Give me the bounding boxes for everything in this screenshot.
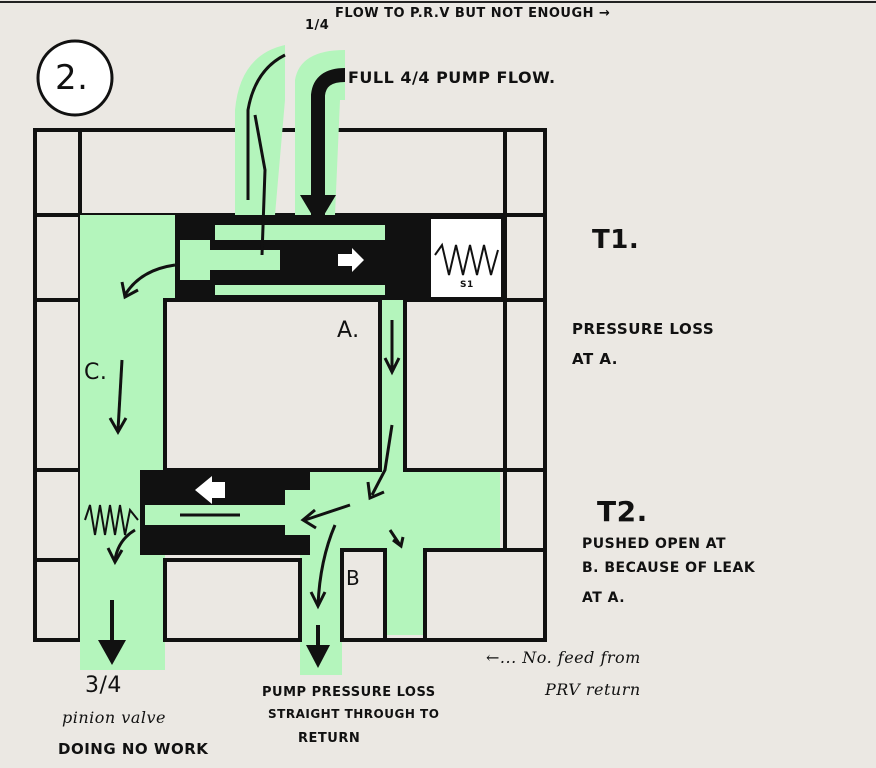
quarter-fraction-label: 1/4 [305,18,330,33]
t2-note-line1: PUSHED OPEN AT [582,536,727,552]
t1-note-line2: AT A. [572,350,618,368]
pump-loss-line1: PUMP PRESSURE LOSS [262,685,436,700]
t2-note-line3: AT A. [582,590,626,606]
white-arrow-right-icon [338,248,364,272]
prv-flow-label: FLOW TO P.R.V BUT NOT ENOUGH → [335,6,611,21]
white-arrow-left-icon [195,476,225,504]
point-c-label: C. [84,360,108,385]
t1-title: T1. [592,225,640,255]
t1-spool [175,215,503,300]
step-number: 2. [55,58,89,98]
prv-return-line1: ←... No. feed from [486,648,641,667]
t2-spool [84,470,310,555]
prv-return-line2: PRV return [545,680,641,699]
point-b-label: B [346,566,361,590]
step-circle [36,39,114,117]
pump-loss-line3: RETURN [298,731,361,746]
point-a-label: A. [337,318,360,343]
pinion-line2: DOING NO WORK [58,740,209,758]
t1-note-line1: PRESSURE LOSS [572,320,715,338]
pump-inlet-pipe [246,53,346,225]
outlet-arrows [98,600,330,668]
t2-spring-icon [84,504,139,536]
pinion-fraction-label: 3/4 [85,673,122,698]
full-pump-flow-label: FULL 4/4 PUMP FLOW. [348,68,556,87]
flow-arrows [106,114,405,610]
t2-title: T2. [597,495,648,528]
land-blocks [163,298,547,642]
t1-spring-icon [434,242,499,276]
t1-spring-label: S1 [460,280,474,290]
pinion-line1: pinion valve [62,708,167,727]
t2-note-line2: B. BECAUSE OF LEAK [582,560,756,576]
pump-loss-line2: STRAIGHT THROUGH TO [268,707,440,721]
